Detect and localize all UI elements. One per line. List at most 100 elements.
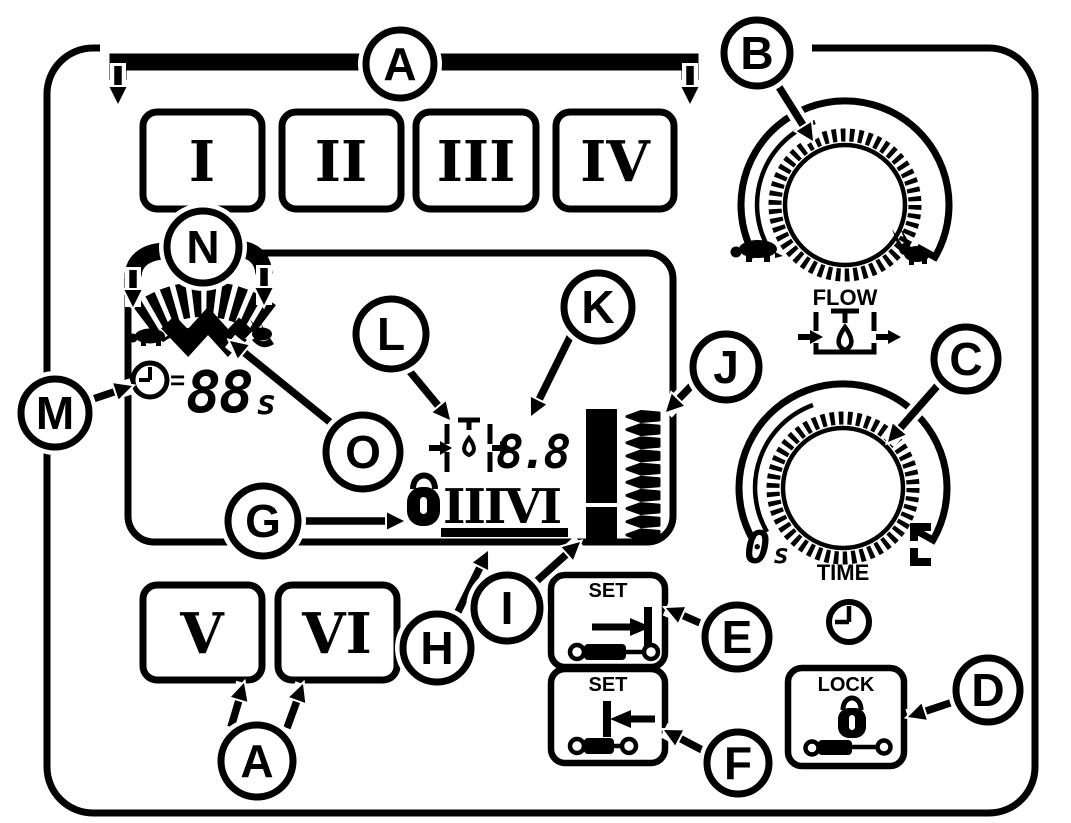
rabbit-small-icon (250, 317, 274, 348)
valve-button-2-label: II (315, 129, 367, 195)
arrow-a-top-right (678, 63, 702, 109)
callout-j-letter: J (713, 341, 739, 393)
callout-b-letter: B (740, 27, 773, 79)
callout-k-letter: K (581, 281, 614, 333)
clock-icon (826, 599, 872, 645)
cylinder-extended-icon (567, 642, 661, 662)
callout-e: E (697, 597, 777, 677)
callout-o: O (318, 407, 408, 497)
gauge-segment (214, 279, 236, 323)
time-knob-label: TIME (817, 560, 870, 585)
droplet-small-icon (462, 434, 476, 458)
timer-unit: s (256, 383, 276, 423)
callout-k: K (556, 265, 640, 349)
time-knob-scale-arc (735, 380, 951, 545)
arrow-b (770, 80, 820, 146)
callout-g: G (220, 478, 306, 564)
display-padlock-icon (407, 472, 440, 526)
arrow-d (903, 693, 959, 725)
callout-f: F (699, 724, 777, 802)
arrow-n-left (121, 267, 145, 312)
callout-a-top-letter: A (383, 38, 416, 90)
callout-c: C (926, 319, 1006, 399)
callout-n: N (159, 203, 247, 291)
valve-numerals: IIIVI (443, 479, 561, 535)
callout-m: M (13, 371, 97, 455)
chevron-stack (625, 410, 661, 542)
cylinder-retracted-icon (567, 736, 639, 756)
arrow-a-bottom-right (278, 679, 311, 734)
gauge-segment (156, 283, 183, 326)
valve-button-3[interactable] (412, 108, 540, 213)
callout-l-letter: L (377, 308, 405, 360)
arrow-a-top-left (106, 63, 130, 109)
arrow-f (660, 722, 713, 761)
callout-h: H (395, 606, 479, 690)
chevron-icon (625, 462, 661, 476)
valve-button-4-label: IV (580, 129, 651, 195)
chevron-icon (625, 436, 661, 450)
valve-button-6[interactable] (274, 581, 401, 684)
set-extend-label: SET (589, 580, 628, 602)
droplet-icon (836, 323, 854, 353)
callout-b: B (716, 12, 798, 94)
chevron-icon (625, 488, 661, 502)
callout-e-letter: E (722, 611, 753, 663)
position-bar-upper (586, 409, 617, 503)
callout-j: J (685, 326, 767, 408)
continuous-bracket-icon (910, 523, 931, 566)
valve-button-1-label: I (189, 129, 215, 195)
valve-button-2[interactable] (278, 108, 405, 213)
time-knob-face (780, 425, 906, 551)
callout-f-letter: F (724, 737, 752, 789)
arrow-o (224, 334, 344, 436)
arrow-k (523, 326, 581, 421)
flow-value: 8.8 (496, 425, 569, 479)
set-retract-button[interactable]: SET (547, 665, 669, 767)
arrow-c (881, 376, 947, 448)
time-min-unit: s (773, 539, 789, 570)
chevron-icon (625, 502, 661, 515)
flow-knob-knurl (768, 128, 922, 282)
timer-clock-icon (130, 360, 170, 400)
time-knob-knurl (766, 411, 920, 565)
callout-a-bottom-letter: A (240, 735, 273, 787)
lock-button[interactable]: LOCK (784, 664, 908, 770)
padlock-icon (838, 695, 866, 738)
callout-h-letter: H (420, 622, 453, 674)
display-valve-icon (429, 417, 512, 472)
arrow-n-right (252, 265, 276, 310)
flow-gauge-segments (128, 278, 280, 337)
callout-g-letter: G (245, 495, 281, 547)
chevron-icon (625, 449, 661, 463)
callout-i: I (466, 567, 548, 649)
callout-d: D (948, 650, 1028, 730)
valve-button-5[interactable] (139, 581, 266, 684)
callout-m-letter: M (36, 387, 74, 439)
time-knob[interactable]: 0 s TIME (735, 380, 951, 645)
arrow-g (296, 509, 409, 533)
callout-d-letter: D (971, 664, 1004, 716)
callout-i-letter: I (501, 582, 514, 634)
flow-knob-label: FLOW (813, 285, 878, 310)
flow-knob[interactable]: FLOW (730, 97, 953, 355)
callout-n-letter: N (186, 221, 219, 273)
lcd-display-contents: = 88 s 8.8 IIIVI (128, 278, 661, 542)
callout-a-bottom: A (213, 717, 301, 805)
valve-button-3-label: III (437, 129, 516, 195)
lock-label: LOCK (818, 674, 875, 696)
callout-l: L (348, 291, 434, 377)
rabbit-icon (892, 227, 936, 265)
timer-equals: = (170, 365, 185, 395)
time-knob-scale-arc-inner (752, 402, 814, 534)
position-bar-lower (586, 507, 617, 541)
arrow-l (398, 360, 457, 426)
flow-valve-icon (798, 308, 901, 355)
chevron-icon (625, 423, 661, 437)
chevron-icon (625, 410, 661, 423)
valve-numerals-underline (441, 528, 568, 537)
turtle-icon (730, 240, 783, 262)
valve-button-4[interactable] (552, 108, 678, 213)
